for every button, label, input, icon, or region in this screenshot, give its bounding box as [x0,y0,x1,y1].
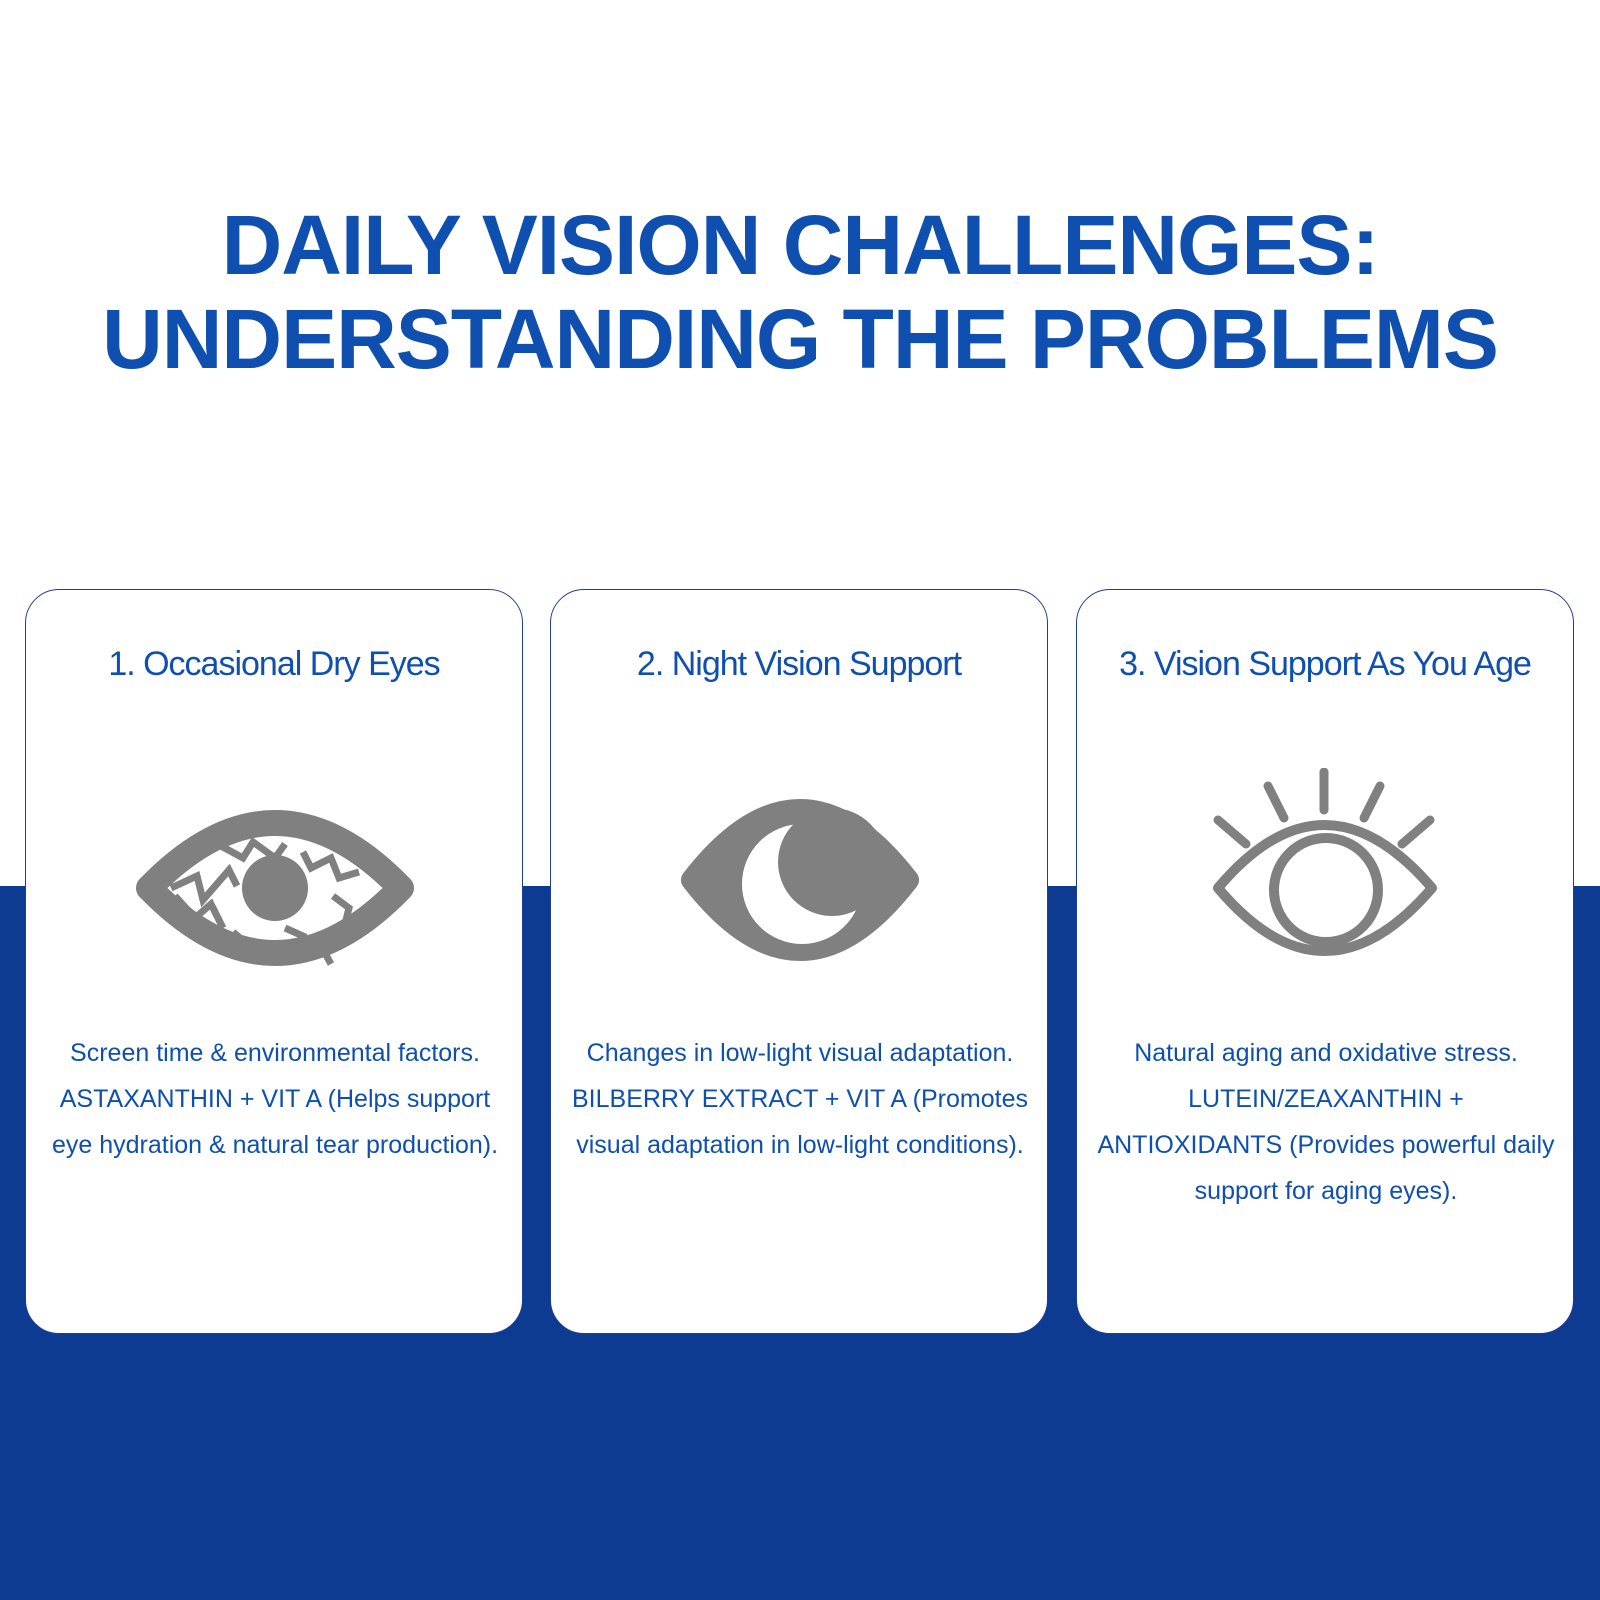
card-formula-text: LUTEIN/ZEAXANTHIN + ANTIOXIDANTS (Provid… [1097,1085,1555,1205]
page-headline: DAILY VISION CHALLENGES: UNDERSTANDING T… [0,198,1600,386]
card-description-text: Natural aging and oxidative stress. [1134,1039,1518,1067]
card-formula-text: ASTAXANTHIN + VIT A (Helps support eye h… [51,1085,499,1159]
moon-eye-icon [650,768,950,1008]
card-description: Screen time & environmental factors. AST… [46,1030,504,1168]
card-formula-text: BILBERRY EXTRACT + VIT A (Promotes visua… [572,1085,1028,1159]
card-title: 1. Occasional Dry Eyes [108,645,440,683]
card-dry-eyes: 1. Occasional Dry Eyes Screen time & env… [25,589,523,1334]
eye-with-lashes-icon [1176,768,1476,1008]
card-description: Changes in low-light visual adaptation. … [571,1030,1029,1168]
headline-line-2: UNDERSTANDING THE PROBLEMS [102,292,1499,386]
card-description-text: Changes in low-light visual adaptation. [586,1039,1014,1067]
card-description-text: Screen time & environmental factors. [70,1039,480,1067]
card-night-vision: 2. Night Vision Support Changes in low-l… [550,589,1048,1334]
card-aging-eyes: 3. Vision Support As You Age Natural agi… [1076,589,1574,1334]
irritated-eye-icon [125,768,425,1008]
card-title: 2. Night Vision Support [636,645,962,683]
card-description: Natural aging and oxidative stress. LUTE… [1097,1030,1555,1214]
card-title: 3. Vision Support As You Age [1119,645,1532,683]
headline-line-1: DAILY VISION CHALLENGES: [221,198,1380,292]
